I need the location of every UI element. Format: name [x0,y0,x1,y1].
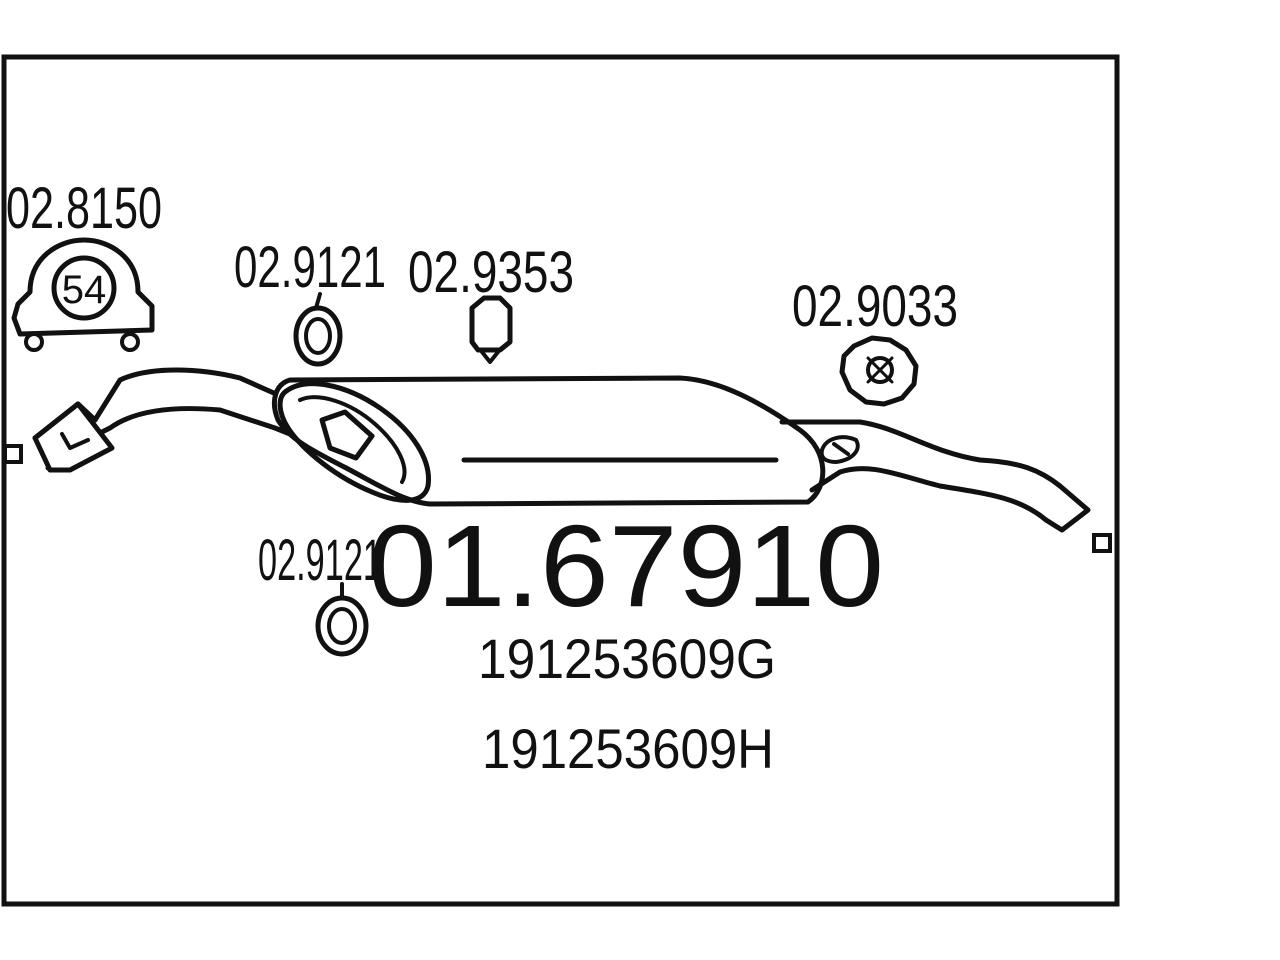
part-label-clamp: 02.8150 [6,176,162,241]
oem-number-1: 191253609G [478,627,776,690]
diagram-frame [1,54,1120,907]
pipe-clamp-icon [11,237,155,352]
bolt-icon [469,295,513,364]
main-part-number: 01.67910 [368,501,884,631]
rubber-ring-icon [315,582,369,657]
part-label-ring-lower: 02.9121 [258,528,382,593]
part-label-bolt: 02.9353 [408,240,574,305]
rear-silencer-icon [32,367,1091,533]
part-label-hanger: 02.9033 [792,274,958,339]
clamp-badge: 54 [62,268,107,312]
connection-point-left [3,444,23,464]
rubber-mount-icon [839,335,919,407]
part-label-ring-upper: 02.9121 [234,235,386,300]
rubber-ring-icon [293,292,343,367]
connection-point-right [1092,533,1112,553]
oem-number-2: 191253609H [482,717,774,780]
